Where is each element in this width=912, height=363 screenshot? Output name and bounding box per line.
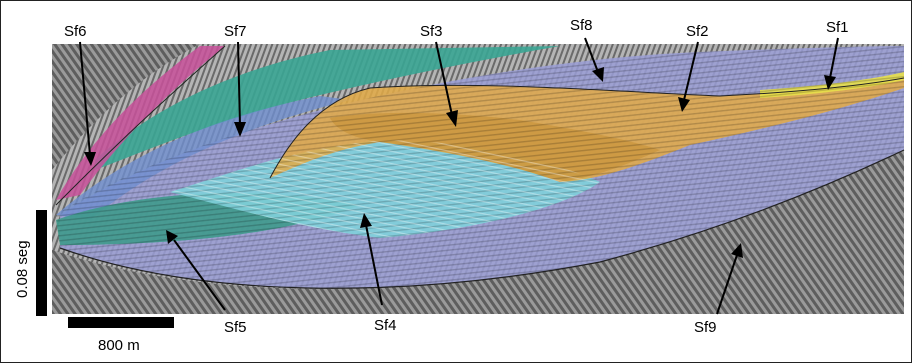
arrow-sf2: [678, 41, 699, 112]
horizontal-scale-bar: 800 m: [68, 317, 174, 354]
arrow-sf6: [79, 41, 96, 166]
arrow-sf3: [435, 41, 458, 127]
facies-sf6: [56, 46, 225, 200]
arrow-sf1: [824, 37, 839, 90]
annotation-arrows: [79, 37, 839, 315]
label-sf9: Sf9: [694, 319, 717, 336]
label-sf8: Sf8: [570, 17, 593, 34]
vertical-scale-bar: 0.08 seg: [14, 210, 47, 316]
arrow-sf9: [716, 243, 743, 315]
vertical-scale-label: 0.08 seg: [14, 240, 31, 298]
facies-sf7: [95, 46, 560, 170]
label-sf4: Sf4: [374, 317, 397, 334]
label-sf7: Sf7: [224, 23, 247, 40]
label-sf5: Sf5: [224, 319, 247, 336]
label-sf2: Sf2: [686, 23, 709, 40]
seismic-facies-units: [55, 45, 905, 289]
arrow-sf4: [360, 213, 383, 306]
horizontal-scale-label: 800 m: [98, 337, 140, 354]
label-sf6: Sf6: [64, 23, 87, 40]
facies-labels: Sf6 Sf7 Sf3 Sf8 Sf2 Sf1 Sf5 Sf4 Sf9: [64, 17, 849, 336]
arrow-sf8: [584, 37, 604, 82]
label-sf1: Sf1: [826, 19, 849, 36]
arrow-sf7: [234, 41, 246, 137]
label-sf3: Sf3: [420, 23, 443, 40]
arrow-sf5: [166, 230, 226, 311]
